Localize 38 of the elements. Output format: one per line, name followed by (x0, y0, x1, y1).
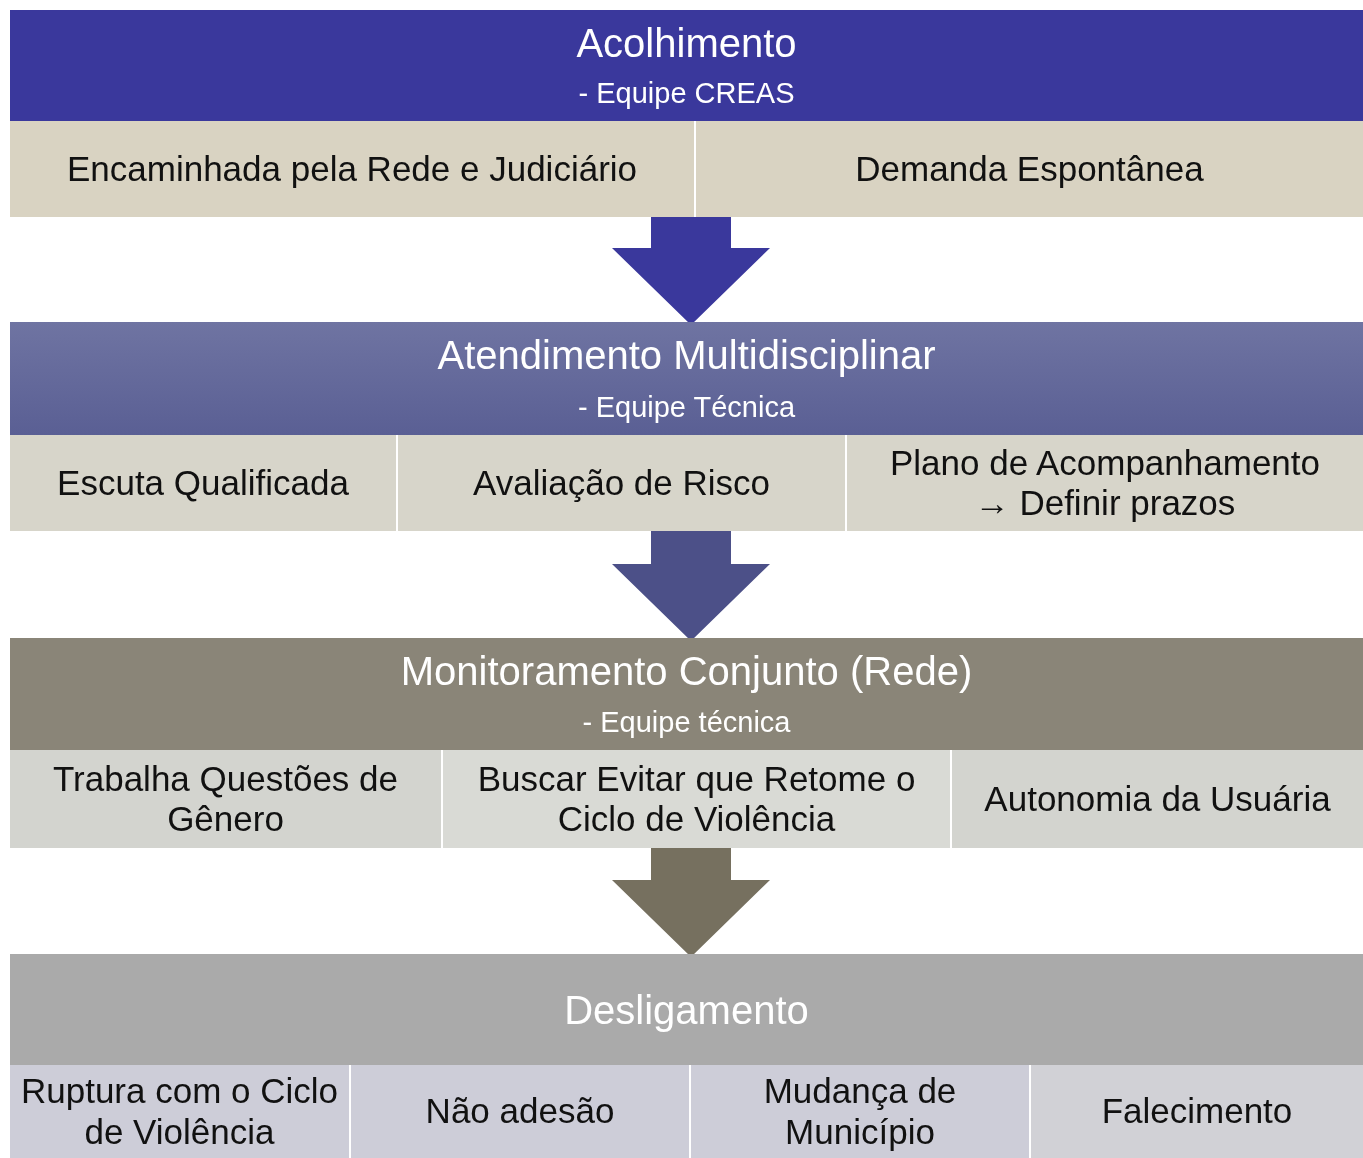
block-arrow (612, 217, 770, 325)
step-box (952, 750, 1363, 848)
stage-header-band (10, 10, 1363, 121)
step-text: Trabalha Questões de Gênero (52, 758, 399, 840)
step-text: Escuta Qualificada (57, 462, 349, 504)
step-text: Autonomia da Usuária (984, 778, 1331, 820)
stage-title: Acolhimento (576, 20, 797, 65)
stage-title: Desligamento (564, 987, 809, 1032)
step-box (10, 750, 441, 848)
step-box (1031, 1065, 1363, 1158)
stage-title: Atendimento Multidisciplinar (437, 333, 936, 378)
stage-header-band (10, 638, 1363, 750)
step-box (10, 435, 396, 531)
step-box (10, 121, 694, 217)
stage-subtitle: - Equipe CREAS (578, 78, 795, 111)
step-text: Buscar Evitar que Retome o Ciclo de Violência (476, 758, 917, 840)
stage-header-band (10, 322, 1363, 435)
step-text: Plano de Acompanhamento → Definir prazos (888, 442, 1321, 524)
step-text: Demanda Espontânea (855, 148, 1204, 190)
step-box (691, 1065, 1029, 1158)
step-text: Não adesão (425, 1091, 615, 1132)
stage-title: Monitoramento Conjunto (Rede) (400, 649, 973, 693)
stage-header-band (10, 954, 1363, 1065)
step-box (443, 750, 950, 848)
block-arrow (612, 848, 770, 957)
step-box (10, 1065, 349, 1158)
step-text: Ruptura com o Ciclo de Violência (19, 1071, 340, 1152)
step-text: Encaminhada pela Rede e Judiciário (66, 148, 638, 190)
step-text: Mudança de Município (762, 1071, 958, 1152)
stage-subtitle: - Equipe técnica (582, 707, 791, 739)
step-box (847, 435, 1363, 531)
step-text: Avaliação de Risco (473, 462, 770, 504)
step-box (351, 1065, 689, 1158)
stage-subtitle: - Equipe Técnica (577, 391, 796, 424)
step-text: Falecimento (1101, 1091, 1293, 1132)
step-box (398, 435, 845, 531)
block-arrow (612, 531, 770, 641)
step-box (696, 121, 1363, 217)
